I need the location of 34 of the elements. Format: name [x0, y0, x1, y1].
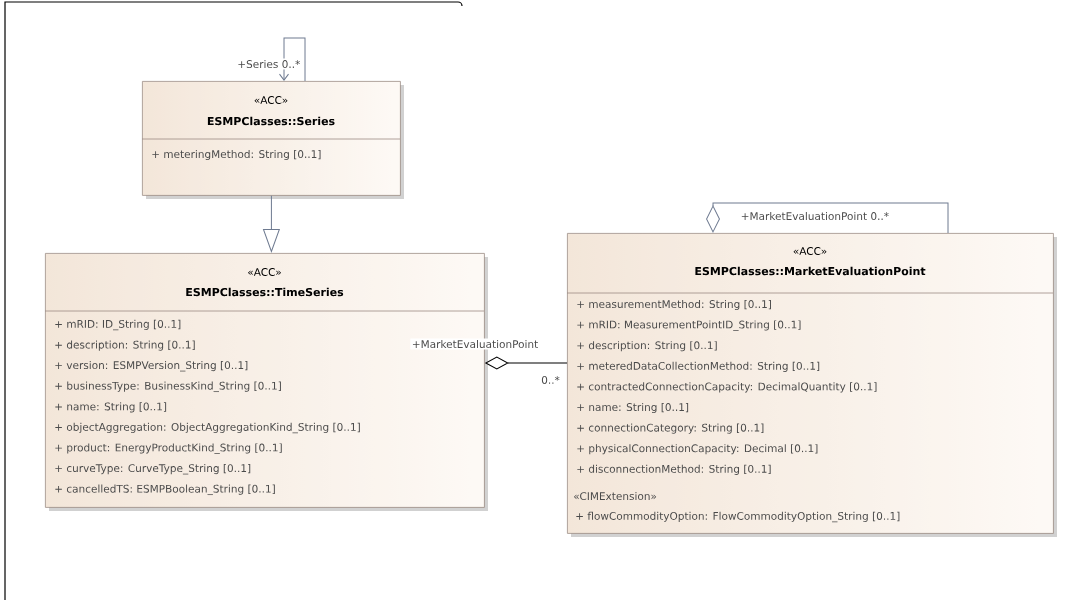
- attribute-text: + version: ESMPVersion_String [0..1]: [55, 361, 248, 372]
- stereotype-label: «ACC»: [254, 96, 288, 104]
- attribute-text: + name: String [0..1]: [577, 402, 689, 414]
- attribute-text: + flowCommodityOption: FlowCommodityOption_String [0..1]: [576, 511, 900, 523]
- role-label: +MarketEvaluationPoint 0..*: [739, 210, 891, 222]
- attribute-text: + physicalConnectionCapacity: Decimal [0..1]: [577, 444, 818, 455]
- attribute-text: + mRID: ID_String [0..1]: [55, 319, 181, 331]
- attribute-text: + name: String [0..1]: [55, 402, 167, 413]
- attribute-text: + connectionCategory: String [0..1]: [577, 423, 764, 434]
- connector: [485, 356, 568, 370]
- attribute-text: + objectAggregation: ObjectAggregationKind_String [0..1]: [55, 422, 360, 434]
- attribute-text: + mRID: MeasurementPointID_String [0..1]: [577, 320, 801, 331]
- attribute-text: + disconnectionMethod: String [0..1]: [577, 464, 771, 475]
- attribute-text: + contractedConnectionCapacity: DecimalQuantity [0..1]: [577, 382, 877, 393]
- role-label: +Series 0..*: [235, 58, 302, 70]
- role-label: +MarketEvaluationPoint: [410, 338, 540, 350]
- attribute-text: + meteredDataCollectionMethod: String [0..1]: [577, 361, 820, 372]
- connector: [279, 37, 306, 82]
- stereotype-label: «ACC»: [793, 247, 827, 255]
- attribute-text: + cancelledTS: ESMPBoolean_String [0..1]: [55, 484, 275, 496]
- connector: [263, 195, 280, 252]
- attribute-text: + description: String [0..1]: [55, 340, 195, 351]
- connector: [706, 202, 949, 234]
- attribute-text: + product: EnergyProductKind_String [0..1]: [55, 443, 282, 454]
- class-name: ESMPClasses::TimeSeries: [186, 287, 344, 297]
- class-name: ESMPClasses::Series: [207, 116, 335, 126]
- attribute-text: + meteringMethod: String [0..1]: [152, 149, 321, 161]
- stereotype-label: «ACC»: [248, 268, 281, 276]
- attribute-text: + curveType: CurveType_String [0..1]: [55, 464, 251, 475]
- attribute-text: + businessType: BusinessKind_String [0..1]: [55, 381, 281, 393]
- attribute-text: + description: String [0..1]: [577, 341, 717, 352]
- attribute-text: + measurementMethod: String [0..1]: [577, 299, 771, 311]
- attribute-text: «CIMExtension»: [574, 491, 657, 501]
- class-name: ESMPClasses::MarketEvaluationPoint: [695, 266, 926, 276]
